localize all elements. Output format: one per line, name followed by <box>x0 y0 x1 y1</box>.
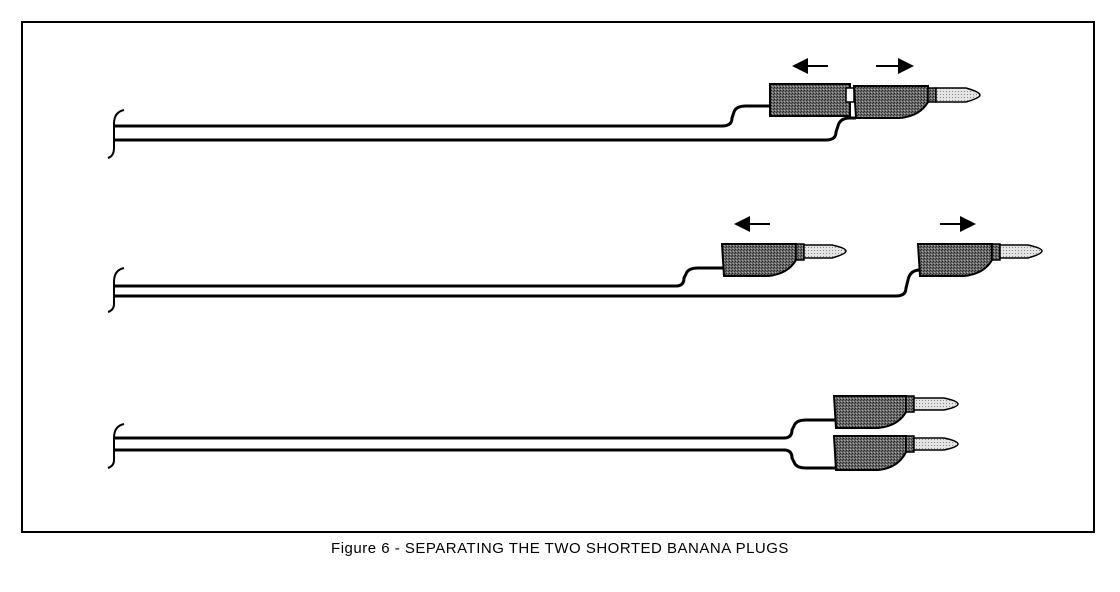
cable-end-bracket <box>107 423 125 469</box>
plug-tip <box>999 244 1043 259</box>
wire-upper <box>114 266 724 288</box>
plug-collar <box>905 435 915 453</box>
wire-upper <box>114 418 836 440</box>
plug-body <box>852 85 929 119</box>
wire-lower <box>114 448 836 470</box>
wire-lower <box>114 116 856 142</box>
plug-body <box>916 243 993 277</box>
plug-tip <box>803 244 847 259</box>
panel-3 <box>107 395 959 471</box>
wire-upper <box>114 104 772 128</box>
plug-collar <box>991 243 1001 261</box>
figure-caption: Figure 6 - SEPARATING THE TWO SHORTED BA… <box>331 540 789 557</box>
plug-tip <box>913 437 959 451</box>
plug-body <box>832 395 907 429</box>
cable-end-bracket <box>107 109 125 159</box>
panel-1 <box>107 58 981 159</box>
plug-tip <box>935 87 981 103</box>
plug-body <box>832 435 907 471</box>
plug-collar <box>927 87 937 103</box>
plug-collar <box>795 243 805 261</box>
plug-collar <box>845 87 855 103</box>
cable-end-bracket <box>107 267 125 313</box>
panel-2 <box>107 216 1043 313</box>
plug-tip <box>913 397 959 411</box>
figure-border <box>21 21 1095 533</box>
plug-body <box>769 83 851 117</box>
wire-lower <box>114 268 921 298</box>
plug-collar <box>905 395 915 413</box>
plug-body <box>720 243 797 277</box>
